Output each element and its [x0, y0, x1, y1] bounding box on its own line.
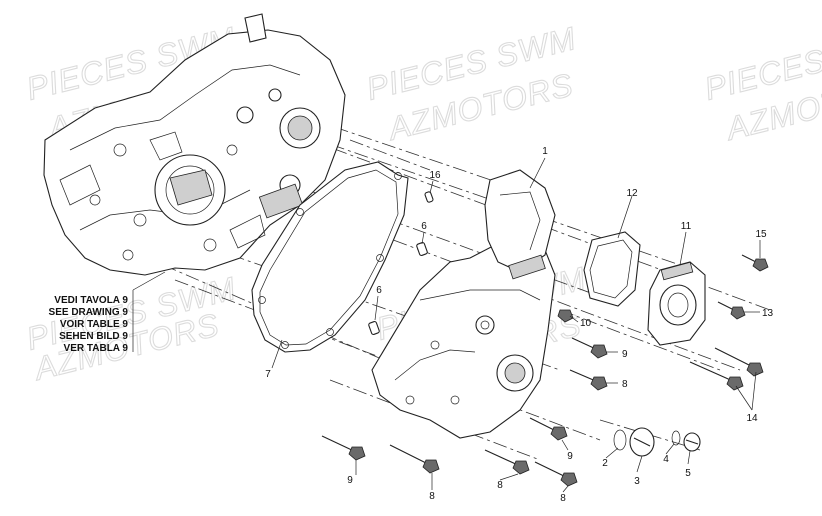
- locating-pin: [424, 191, 434, 203]
- bolt-8a: [569, 369, 608, 391]
- dowel-pin: [416, 242, 428, 256]
- reference-line-3: VOIR TABLE 9: [60, 319, 129, 330]
- reference-line-5: VER TABLA 9: [64, 343, 129, 354]
- bolt-9a: [571, 337, 608, 359]
- o-ring: [671, 430, 681, 446]
- callout-2: 2: [602, 458, 608, 469]
- crankcase: [43, 13, 346, 276]
- leader-lines: [271, 157, 761, 493]
- bolt-8c: [484, 449, 530, 475]
- bolt-14b: [714, 347, 764, 377]
- callout-16: 16: [429, 170, 441, 181]
- callout-3: 3: [634, 476, 640, 487]
- pump-cover-gasket: [583, 231, 641, 307]
- callout-9: 9: [567, 451, 573, 462]
- callout-4: 4: [663, 454, 669, 465]
- bolt-8b: [389, 444, 440, 474]
- reference-note: VEDI TAVOLA 9 SEE DRAWING 9 VOIR TABLE 9…: [49, 271, 166, 354]
- callout-8: 8: [497, 480, 503, 491]
- dowel-pins: [368, 191, 434, 335]
- callout-9: 9: [622, 349, 628, 360]
- bolts: [321, 254, 769, 487]
- callout-6: 6: [421, 221, 427, 232]
- callout-8: 8: [622, 379, 628, 390]
- callout-9: 9: [347, 475, 353, 486]
- callout-11: 11: [681, 221, 692, 232]
- callout-7: 7: [265, 369, 271, 380]
- bolt-9c: [321, 435, 366, 461]
- cover-gasket: [251, 161, 409, 353]
- bolt-14a: [689, 361, 744, 391]
- bolt-9b: [529, 417, 568, 441]
- reference-line-1: VEDI TAVOLA 9: [54, 295, 128, 306]
- callout-numbers: 1 2 3 4 5 6 6 7 8 8 8 8 9 9 9 10 11 12 1…: [265, 146, 773, 504]
- bolt-13: [717, 301, 746, 320]
- callout-12: 12: [626, 188, 638, 199]
- bolt-8d: [534, 461, 578, 487]
- inspection-plugs: [613, 427, 701, 457]
- callout-14: 14: [746, 413, 758, 424]
- clutch-cover: [371, 169, 556, 439]
- o-ring: [613, 429, 627, 451]
- callout-10: 10: [580, 318, 592, 329]
- callout-6: 6: [376, 285, 382, 296]
- callout-5: 5: [685, 468, 691, 479]
- nut-10: [557, 309, 574, 323]
- reference-line-4: SEHEN BILD 9: [59, 331, 128, 342]
- callout-8: 8: [560, 493, 566, 504]
- callout-13: 13: [762, 308, 774, 319]
- dowel-pin: [368, 321, 380, 335]
- callout-8: 8: [429, 491, 435, 502]
- callout-1: 1: [542, 146, 548, 157]
- reference-line-2: SEE DRAWING 9: [49, 307, 129, 318]
- bolt-15: [741, 254, 769, 272]
- callout-15: 15: [755, 229, 767, 240]
- water-pump-cover: [647, 261, 706, 346]
